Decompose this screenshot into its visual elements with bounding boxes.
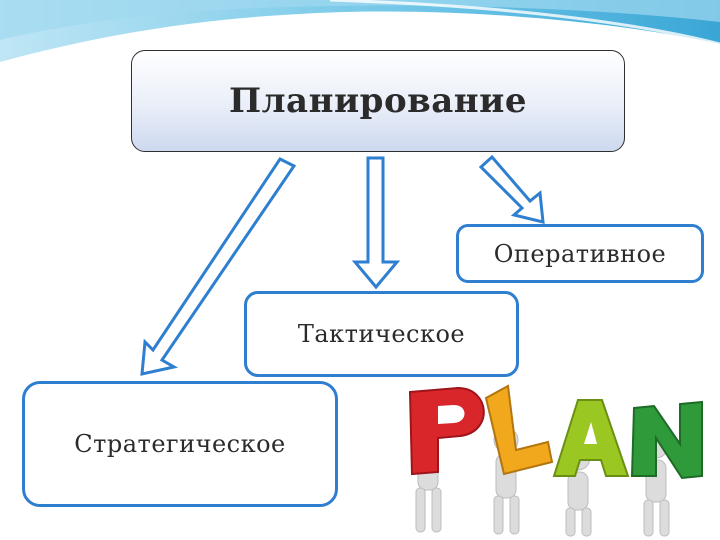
arrow-to-strategic — [140, 157, 297, 376]
planning-title: Планирование — [228, 81, 528, 121]
tactical-box: Тактическое — [244, 291, 519, 377]
strategic-label: Стратегическое — [74, 430, 286, 458]
plan-illustration — [408, 384, 703, 537]
letter-n-shape — [630, 400, 703, 480]
strategic-box: Стратегическое — [22, 381, 338, 507]
tactical-label: Тактическое — [297, 320, 466, 348]
letter-a-shape — [552, 399, 630, 477]
letter-l-shape — [484, 384, 554, 476]
operative-box: Оперативное — [456, 224, 704, 283]
operative-label: Оперативное — [493, 239, 667, 268]
header-swoosh-decoration — [0, 0, 720, 62]
planning-root-box: Планирование — [131, 50, 625, 152]
letter-p-shape — [408, 386, 485, 476]
arrow-to-tactical — [351, 156, 401, 290]
arrow-to-operative — [478, 154, 545, 224]
